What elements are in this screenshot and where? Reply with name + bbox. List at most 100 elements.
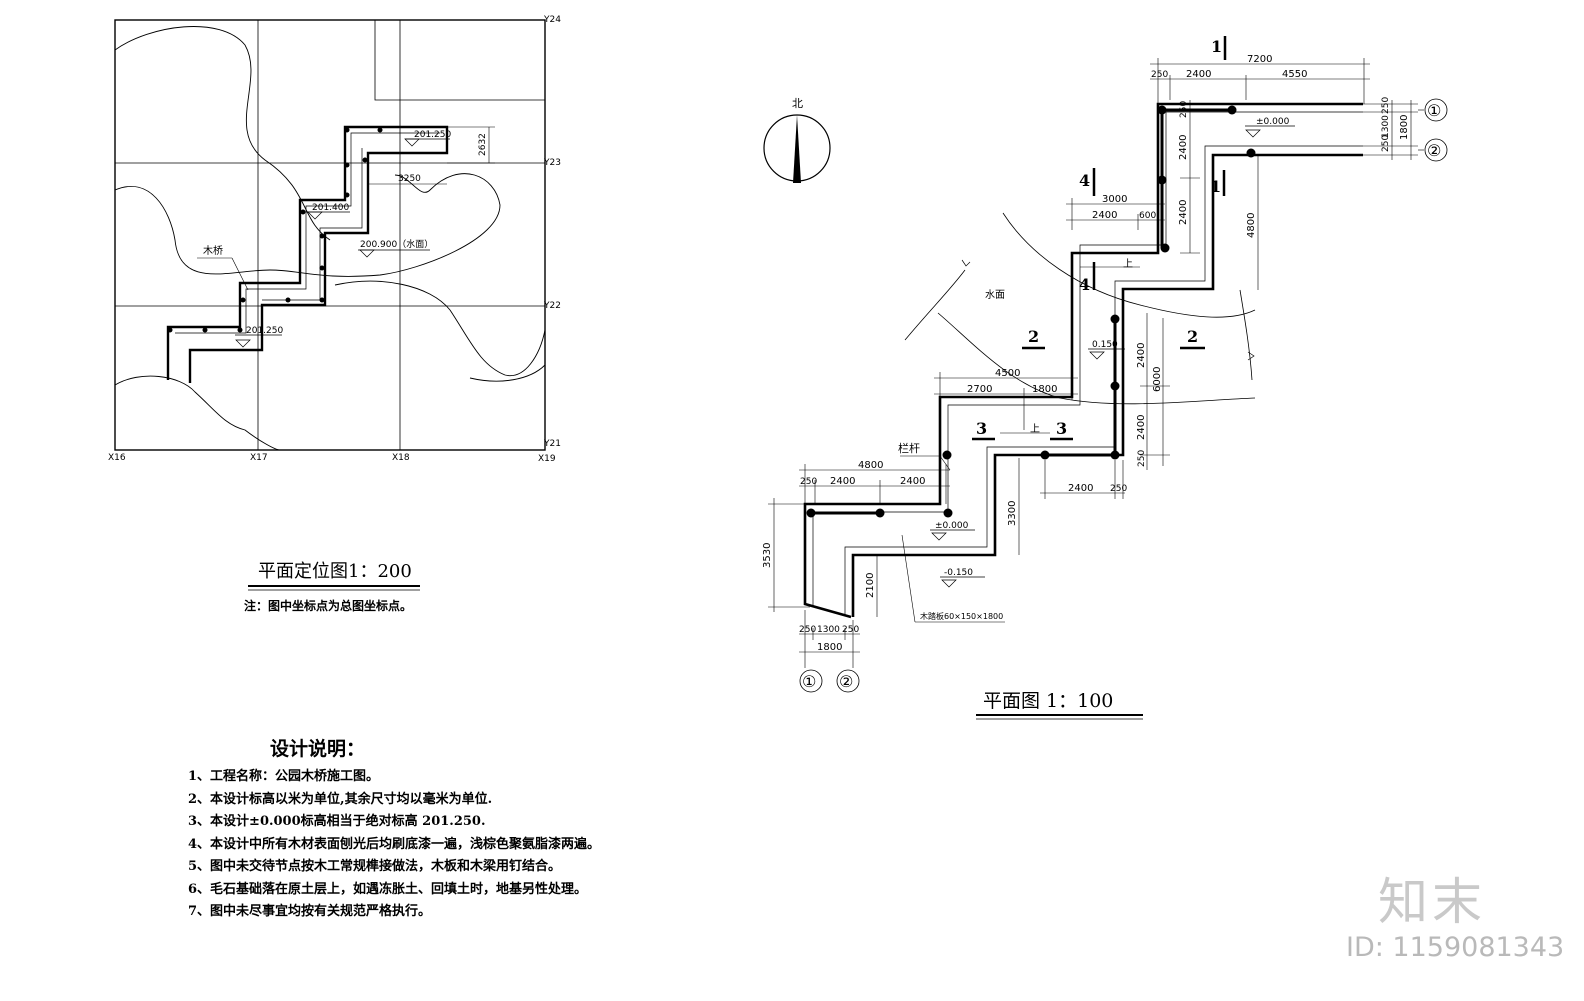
section-marks: 1 1 2 2 3 3 4 4 [972,36,1227,441]
site-plan-note: 注：图中坐标点为总图坐标点。 [244,598,412,613]
dim-250-e1: 250 [799,625,816,635]
posts-site [167,127,383,333]
grid-label-y21: Y21 [543,439,561,449]
dim-6000: 6000 [1152,367,1163,392]
grid-label-y24: Y24 [543,15,561,25]
dim-4800-v: 4800 [1246,213,1257,238]
board-leader [901,534,916,623]
section-3-left: 3 [976,419,987,438]
dim-1800-e: 1800 [817,642,842,653]
plan-dims-top [1150,58,1370,104]
axis-label-2-bottom: ② [839,672,853,691]
board-note: 木踏板60×150×1800 [920,611,1003,621]
axis-bubble-1-right [1424,98,1448,122]
plan-dims-mid [1066,198,1165,230]
dim-3300: 3300 [1007,501,1018,526]
design-note-item: 2、本设计标高以米为单位,其余尺寸均以毫米为单位. [188,791,493,807]
site-elev-mid: 201.400 [306,203,350,220]
site-elev-top-label: 201.250 [414,130,451,140]
axis-bubble-1-bottom [799,669,823,693]
railing-label: 栏杆 [898,441,920,455]
plan-water-edge-lower [937,312,1256,405]
design-note-item: 1、工程名称：公园木桥施工图。 [188,769,380,784]
plan-elev-bottom: ±0.000 [930,521,975,541]
shoreline-top [114,26,331,241]
dim-250-c: 250 [1110,484,1127,494]
plan-dims-right [1363,100,1418,160]
section-3-right: 3 [1056,419,1067,438]
building-outline [374,20,545,101]
break-mark [1247,351,1255,361]
plan-elev-top-label: ±0.000 [1256,117,1290,127]
design-note-item: 3、本设计±0.000标高相当于绝对标高 201.250. [188,814,486,829]
up-label-2: 上 [1030,423,1040,435]
plan-dims-4500 [934,372,1078,430]
watermark-id: ID: 1159081343 [1346,932,1565,963]
design-note-item: 6、毛石基础落在原土层上，如遇冻胀土、回填土时，地基另性处理。 [188,881,588,897]
dim-1300-e: 1300 [817,625,840,635]
bridge-outline [166,125,449,383]
plan-posts [806,105,1256,518]
plan-water-edge-right [1239,289,1253,381]
up-label-1: 上 [1123,258,1133,270]
site-elev-bottom-label: 201.250 [246,326,283,336]
section-1-mid: 1 [1210,177,1221,196]
dim-1800-r: 1800 [1399,115,1410,140]
dim-2400-v1: 2400 [1178,135,1189,160]
railing-leader [939,455,951,471]
plan-elev-bottom-label: ±0.000 [935,521,969,531]
dim-2400-v2: 2400 [1178,200,1189,225]
axis-bubble-2-bottom [836,669,860,693]
axis-bubble-2-right [1424,138,1448,162]
site-elev-water: 200.900（水面） [358,238,433,258]
dim-250-v2: 250 [1137,450,1147,467]
section-2-left: 2 [1028,327,1039,346]
dim-250-r1: 250 [1381,135,1391,152]
dim-4800: 4800 [858,460,883,471]
dim-250-e2: 250 [842,625,859,635]
design-note-item: 5、图中未交待节点按木工常规榫接做法，木板和木梁用钉结合。 [188,859,562,874]
grid-label-x18: X18 [392,453,410,463]
bridge-rail-inner [175,132,440,334]
plan-dims-vert-lower [768,458,1020,617]
design-note-item: 7、图中未尽事宜均按有关规范严格执行。 [188,904,432,919]
dim-1800: 1800 [1032,384,1057,395]
plan-elev-low: -0.150 [940,568,985,588]
plan-water-edge-left [904,269,966,341]
floor-plan: 北 水面 [762,36,1448,720]
plan-elev-low-label: -0.150 [944,568,973,578]
water-label: 水面 [985,289,1005,301]
dim-2400-b: 2400 [1092,210,1117,221]
section-4-top: 4 [1079,171,1090,190]
site-elev-bottom: 201.250 [235,326,283,348]
site-frame [114,19,546,451]
dim-250-r2: 250 [1381,97,1391,114]
north-arrow: 北 [763,97,831,183]
dim-4550: 4550 [1282,69,1307,80]
shoreline-right [334,280,546,377]
bridge-leader [231,257,249,291]
section-4-bottom: 4 [1079,275,1090,294]
axis-label-1-right: ① [1427,101,1441,120]
plan-dims-vert-mid [1140,313,1170,470]
grid-label-x17: X17 [250,453,268,463]
section-1-top: 1 [1211,37,1222,56]
plan-dims-vert-upper [1180,100,1259,290]
design-note-item: 4、本设计中所有木材表面刨光后均刷底漆一遍，浅棕色聚氨脂漆两遍。 [188,836,601,852]
bridge-rail-inner-2 [262,148,363,301]
break-mark [961,259,971,267]
axis-label-1-bottom: ① [802,672,816,691]
watermark-logo: 知末 [1378,873,1486,931]
shoreline-island [114,173,501,277]
site-elev-mid-label: 201.400 [312,203,349,213]
site-elev-top: 201.250 [404,130,451,147]
plan-dims-bottom [799,610,860,668]
dim-1300-r: 1300 [1381,115,1391,138]
section-2-right: 2 [1187,327,1198,346]
dim-3000: 3000 [1102,194,1127,205]
dim-4500: 4500 [995,368,1020,379]
dim-2400-v4: 2400 [1136,415,1147,440]
dim-2100: 2100 [865,573,876,598]
plan-dims-2400c [1040,460,1125,499]
